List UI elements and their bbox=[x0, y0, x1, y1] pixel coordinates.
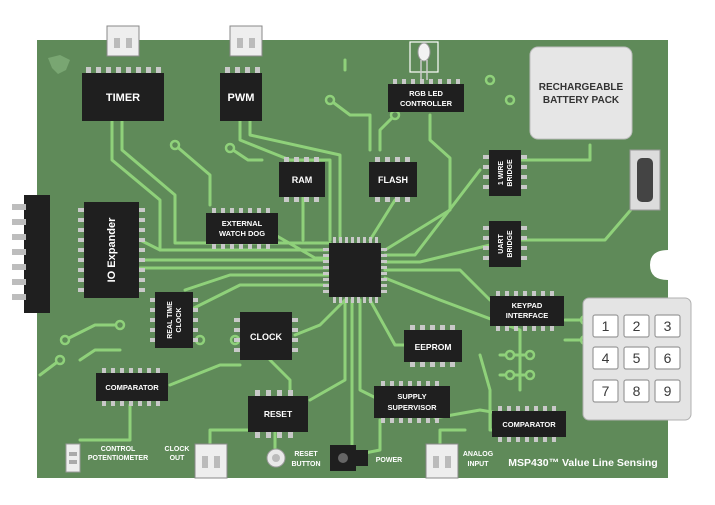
clock-out-header bbox=[194, 443, 228, 479]
comparator-right-chip: COMPARATOR bbox=[492, 406, 566, 442]
svg-text:1: 1 bbox=[602, 318, 610, 334]
keypad-key-7[interactable]: 7 bbox=[592, 379, 619, 403]
rgb-led-controller-chip: RGB LED CONTROLLER bbox=[388, 79, 464, 112]
svg-text:6: 6 bbox=[664, 350, 672, 366]
uart-bridge-chip: UART BRIDGE bbox=[483, 221, 527, 267]
supply-supervisor-chip: SUPPLY SUPERVISOR bbox=[374, 381, 450, 423]
svg-text:9: 9 bbox=[664, 383, 672, 399]
keypad-label-line2: INTERFACE bbox=[506, 311, 549, 320]
power-label: POWER bbox=[376, 457, 402, 464]
one-wire-label-line2: BRIDGE bbox=[507, 159, 514, 187]
pwm-label: PWM bbox=[228, 92, 255, 104]
real-time-clock-chip: REAL TIME CLOCK bbox=[150, 292, 198, 348]
battery-label-line2: BATTERY PACK bbox=[543, 95, 620, 106]
watchdog-label-line1: EXTERNAL bbox=[222, 219, 263, 228]
one-wire-label-line1: 1 WIRE bbox=[498, 161, 505, 185]
control-potentiometer[interactable] bbox=[65, 443, 81, 473]
keypad: 1 2 3 4 5 6 7 8 9 bbox=[582, 297, 692, 421]
rgb-led-label-line1: RGB LED bbox=[409, 89, 443, 98]
mcu-chip bbox=[323, 237, 387, 303]
ti-logo-icon bbox=[48, 55, 70, 74]
serial-port bbox=[629, 149, 661, 211]
control-pot-label-line1: CONTROL bbox=[101, 446, 136, 453]
ram-label: RAM bbox=[292, 175, 313, 185]
keypad-key-5[interactable]: 5 bbox=[623, 346, 650, 370]
reset-chip: RESET bbox=[248, 390, 308, 438]
clock-label: CLOCK bbox=[250, 332, 282, 342]
pwm-header bbox=[229, 25, 263, 57]
supervisor-label-line1: SUPPLY bbox=[397, 392, 426, 401]
svg-text:7: 7 bbox=[602, 383, 610, 399]
edge-connector bbox=[12, 195, 50, 313]
battery-pack: RECHARGEABLE BATTERY PACK bbox=[529, 46, 633, 140]
comparator-left-label: COMPARATOR bbox=[105, 383, 159, 392]
rgb-led-label-line2: CONTROLLER bbox=[400, 99, 453, 108]
eeprom-label: EEPROM bbox=[415, 342, 452, 352]
uart-label-line1: UART bbox=[498, 234, 505, 254]
keypad-key-1[interactable]: 1 bbox=[592, 314, 619, 338]
timer-chip: TIMER bbox=[82, 67, 164, 121]
rtc-label-line2: CLOCK bbox=[176, 308, 183, 333]
uart-label-line2: BRIDGE bbox=[507, 230, 514, 258]
one-wire-bridge-chip: 1 WIRE BRIDGE bbox=[483, 150, 527, 196]
clock-chip: CLOCK bbox=[234, 312, 298, 360]
keypad-key-4[interactable]: 4 bbox=[592, 346, 619, 370]
power-jack bbox=[330, 445, 368, 471]
external-watchdog-chip: EXTERNAL WATCH DOG bbox=[206, 208, 278, 249]
svg-text:4: 4 bbox=[602, 350, 610, 366]
timer-header bbox=[106, 25, 140, 57]
io-expander-label: IO Expander bbox=[106, 217, 118, 283]
control-pot-label-line2: POTENTIOMETER bbox=[88, 455, 148, 462]
eeprom-chip: EEPROM bbox=[404, 325, 462, 367]
clock-out-label-line2: OUT bbox=[170, 455, 186, 462]
board-title: MSP430™ Value Line Sensing bbox=[508, 457, 657, 469]
svg-text:2: 2 bbox=[633, 318, 641, 334]
keypad-key-2[interactable]: 2 bbox=[623, 314, 650, 338]
analog-input-label-line2: INPUT bbox=[468, 461, 490, 468]
comparator-left-chip: COMPARATOR bbox=[96, 368, 168, 406]
flash-chip: FLASH bbox=[369, 157, 417, 202]
clock-out-label-line1: CLOCK bbox=[165, 446, 190, 453]
reset-button-label-line2: BUTTON bbox=[291, 461, 320, 468]
keypad-key-6[interactable]: 6 bbox=[654, 346, 681, 370]
traces bbox=[38, 58, 637, 457]
comparator-right-label: COMPARATOR bbox=[502, 420, 556, 429]
reset-button-label-line1: RESET bbox=[294, 451, 318, 458]
pwm-chip: PWM bbox=[220, 67, 262, 121]
supervisor-label-line2: SUPERVISOR bbox=[387, 403, 437, 412]
io-expander-chip: IO Expander bbox=[78, 202, 145, 298]
keypad-key-3[interactable]: 3 bbox=[654, 314, 681, 338]
svg-text:3: 3 bbox=[664, 318, 672, 334]
reset-label: RESET bbox=[264, 409, 293, 419]
watchdog-label-line2: WATCH DOG bbox=[219, 229, 265, 238]
reset-button[interactable] bbox=[266, 448, 286, 468]
battery-label-line1: RECHARGEABLE bbox=[539, 82, 624, 93]
rgb-led-icon bbox=[409, 41, 439, 80]
svg-text:5: 5 bbox=[633, 350, 641, 366]
analog-input-header bbox=[425, 443, 459, 479]
keypad-interface-chip: KEYPAD INTERFACE bbox=[490, 291, 564, 331]
analog-input-label-line1: ANALOG bbox=[463, 451, 494, 458]
keypad-key-8[interactable]: 8 bbox=[623, 379, 650, 403]
rtc-label-line1: REAL TIME bbox=[167, 301, 174, 339]
keypad-key-9[interactable]: 9 bbox=[654, 379, 681, 403]
timer-label: TIMER bbox=[106, 92, 140, 104]
svg-text:8: 8 bbox=[633, 383, 641, 399]
keypad-label-line1: KEYPAD bbox=[512, 301, 543, 310]
flash-label: FLASH bbox=[378, 175, 408, 185]
ram-chip: RAM bbox=[279, 157, 325, 202]
